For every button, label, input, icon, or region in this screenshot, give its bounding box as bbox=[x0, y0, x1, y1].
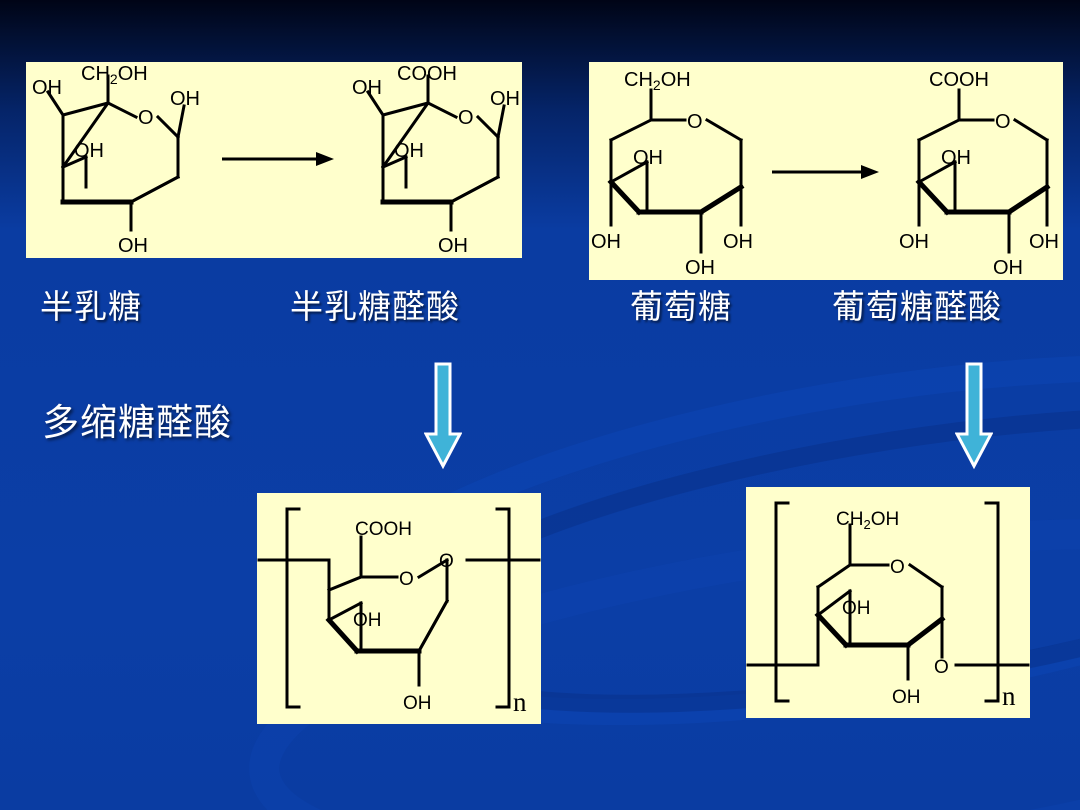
atom-label-ring-oxygen: O bbox=[995, 111, 1011, 133]
atom-label-oh: OH bbox=[403, 693, 432, 714]
panel-galactose-reaction: CH2OH OH O OH OH OH bbox=[26, 62, 522, 258]
atom-label-cooh: COOH bbox=[355, 519, 412, 540]
repeat-subscript-n: n bbox=[1002, 681, 1016, 711]
panel-polygalacturonic-acid: COOH O O OH OH n bbox=[257, 493, 541, 724]
atom-label-link-oxygen: O bbox=[934, 657, 949, 678]
atom-label-oh: OH bbox=[353, 610, 382, 631]
atom-label-oh: OH bbox=[394, 140, 424, 162]
atom-label-oh: OH bbox=[941, 147, 971, 169]
atom-label-oh: OH bbox=[685, 257, 715, 279]
atom-label-oh: OH bbox=[899, 231, 929, 253]
atom-label-ring-oxygen: O bbox=[687, 111, 703, 133]
panel-glucose-reaction: CH2OH O OH OH OH OH bbox=[589, 62, 1063, 280]
label-glucose: 葡萄糖 bbox=[630, 290, 732, 326]
down-arrow-left bbox=[424, 362, 462, 470]
atom-label-ch2oh: CH2OH bbox=[624, 69, 691, 93]
atom-label-oh: OH bbox=[118, 235, 148, 257]
atom-label-oh: OH bbox=[1029, 231, 1059, 253]
atom-label-oh: OH bbox=[352, 77, 382, 99]
page-title: 多缩糖醛酸 bbox=[42, 403, 232, 444]
reaction-arrow bbox=[222, 152, 334, 166]
atom-label-link-oxygen: O bbox=[439, 551, 454, 572]
atom-label-oh: OH bbox=[32, 77, 62, 99]
atom-label-cooh: COOH bbox=[929, 69, 989, 91]
atom-label-oh: OH bbox=[170, 88, 200, 110]
atom-label-oh: OH bbox=[438, 235, 468, 257]
atom-label-oh: OH bbox=[74, 140, 104, 162]
label-galacturonic-acid: 半乳糖醛酸 bbox=[290, 290, 460, 326]
atom-label-ring-oxygen: O bbox=[138, 107, 154, 129]
reaction-arrow bbox=[772, 165, 879, 179]
down-arrow-right bbox=[955, 362, 993, 470]
repeat-subscript-n: n bbox=[513, 687, 527, 717]
atom-label-ring-oxygen: O bbox=[399, 569, 414, 590]
atom-label-oh: OH bbox=[490, 88, 520, 110]
panel-glucan-repeat-unit: CH2OH O O OH OH n bbox=[746, 487, 1030, 718]
atom-label-oh: OH bbox=[993, 257, 1023, 279]
label-glucuronic-acid: 葡萄糖醛酸 bbox=[832, 290, 1002, 326]
atom-label-oh: OH bbox=[842, 598, 871, 619]
atom-label-oh: OH bbox=[892, 687, 921, 708]
atom-label-cooh: COOH bbox=[397, 63, 457, 85]
atom-label-oh: OH bbox=[591, 231, 621, 253]
label-galactose: 半乳糖 bbox=[40, 290, 142, 326]
atom-label-ring-oxygen: O bbox=[458, 107, 474, 129]
atom-label-oh: OH bbox=[633, 147, 663, 169]
atom-label-ring-oxygen: O bbox=[890, 557, 905, 578]
atom-label-ch2oh: CH2OH bbox=[836, 509, 899, 532]
atom-label-ch2oh: CH2OH bbox=[81, 63, 148, 87]
atom-label-oh: OH bbox=[723, 231, 753, 253]
